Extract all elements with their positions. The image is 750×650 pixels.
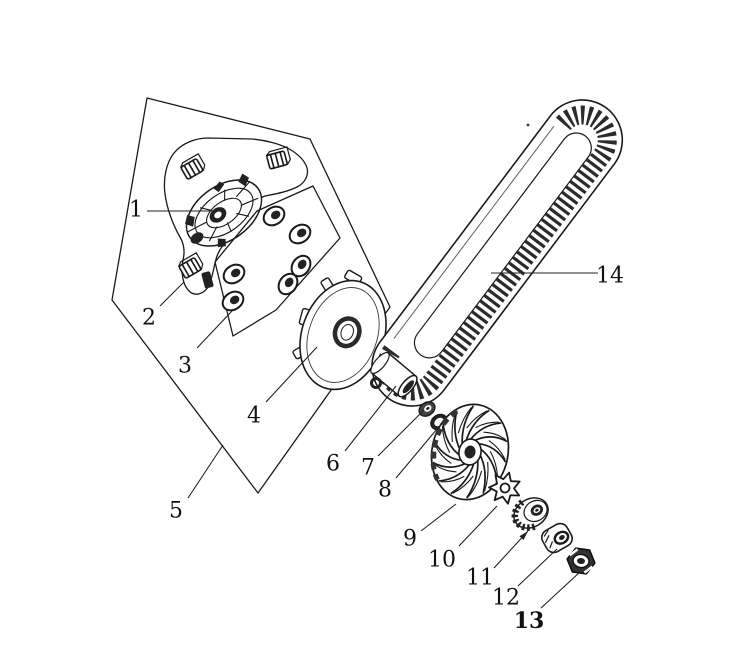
part-label-8: 8 bbox=[378, 478, 392, 503]
slide-guide-icon bbox=[178, 252, 204, 279]
part-11-knurled-bushing bbox=[511, 497, 549, 531]
weight-roller-icon bbox=[262, 205, 286, 227]
part-10-spline-star bbox=[488, 471, 521, 505]
leader-line-9 bbox=[420, 503, 457, 532]
part-label-6: 6 bbox=[326, 452, 340, 477]
part-label-11: 11 bbox=[466, 566, 494, 591]
slide-guide-icon bbox=[265, 146, 291, 170]
leader-line-6 bbox=[344, 385, 397, 452]
part-14-drive-belt bbox=[371, 99, 624, 407]
part-label-4: 4 bbox=[247, 404, 261, 429]
part-label-14: 14 bbox=[596, 264, 624, 289]
leader-line-10 bbox=[458, 505, 498, 547]
leader-line-13 bbox=[540, 571, 581, 609]
part-label-13: 13 bbox=[514, 608, 545, 634]
part-label-10: 10 bbox=[428, 548, 456, 573]
leader-line-7 bbox=[377, 409, 425, 457]
weight-roller-icon bbox=[288, 223, 312, 245]
weight-roller-icon bbox=[222, 263, 246, 285]
print-speck bbox=[526, 123, 530, 127]
part-label-12: 12 bbox=[492, 586, 520, 611]
part-1-movable-drive-face bbox=[185, 173, 263, 289]
part-2-slide-guide-cover bbox=[163, 137, 309, 295]
weight-roller-icon bbox=[290, 254, 312, 278]
part-3-roller-plate bbox=[214, 185, 341, 337]
part-label-9: 9 bbox=[403, 527, 417, 552]
part-label-3: 3 bbox=[178, 354, 192, 379]
part-label-1: 1 bbox=[129, 198, 143, 223]
fan-blades bbox=[432, 405, 508, 499]
part-label-2: 2 bbox=[142, 306, 156, 331]
part-13-flange-nut bbox=[566, 547, 596, 575]
part-9-fan-drive-face bbox=[430, 403, 510, 501]
leader-line-4 bbox=[265, 346, 318, 403]
hub-arm bbox=[190, 232, 204, 244]
leader-line-3 bbox=[196, 310, 233, 349]
slide-guide-icon bbox=[180, 153, 206, 180]
leader-arrowhead-11 bbox=[519, 531, 528, 540]
part-12-collar-washer bbox=[541, 522, 573, 554]
sleeve-bolt-icon bbox=[370, 377, 382, 389]
leader-line-12 bbox=[517, 548, 558, 587]
leader-line-2 bbox=[159, 281, 185, 307]
leader-line-5 bbox=[187, 444, 224, 499]
part-4-ramp-plate-disc bbox=[292, 269, 387, 391]
part-label-7: 7 bbox=[361, 456, 375, 481]
weight-roller-icon bbox=[277, 272, 299, 296]
part-label-5: 5 bbox=[169, 499, 183, 524]
weight-roller-icon bbox=[221, 290, 245, 312]
leader-line-8 bbox=[395, 428, 438, 479]
hub-stub bbox=[201, 271, 214, 289]
part-6-spacer-sleeve bbox=[370, 351, 418, 398]
part-5-assembly-outline bbox=[111, 97, 391, 494]
